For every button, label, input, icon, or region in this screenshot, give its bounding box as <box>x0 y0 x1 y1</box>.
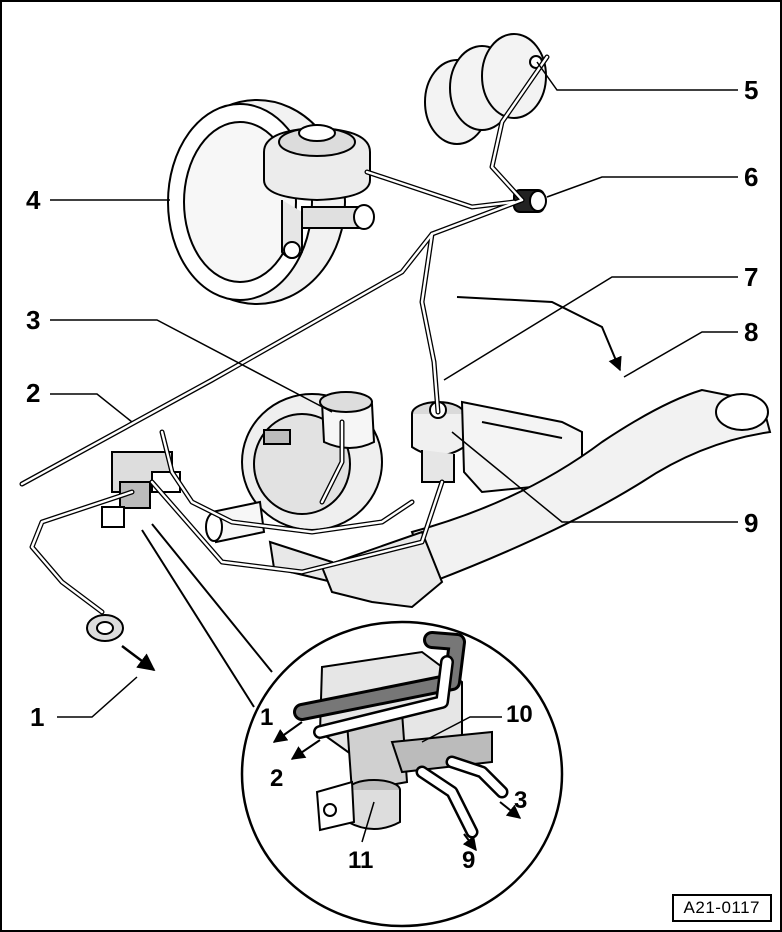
leader-lines <box>50 61 738 718</box>
detail-callout-10: 10 <box>506 701 533 728</box>
callout-4: 4 <box>26 185 41 215</box>
callout-9: 9 <box>744 508 758 538</box>
callout-6: 6 <box>744 162 758 192</box>
vacuum-reservoir <box>424 33 547 145</box>
callout-3: 3 <box>26 305 40 335</box>
vacuum-line-to-8 <box>456 296 622 372</box>
figure-reference-code: A21-0117 <box>671 894 772 922</box>
intake-manifold <box>320 530 444 609</box>
brake-booster <box>167 99 375 305</box>
detail-callout-9: 9 <box>462 847 475 874</box>
detail-callout-3: 3 <box>514 787 527 814</box>
callout-1: 1 <box>30 702 44 732</box>
detail-callout-2: 2 <box>270 765 283 792</box>
hose-connector <box>86 614 124 642</box>
turbocharger <box>205 391 383 584</box>
callout-7: 7 <box>744 262 758 292</box>
callout-8: 8 <box>744 317 758 347</box>
callout-5: 5 <box>744 75 758 105</box>
detail-callout-11: 11 <box>348 847 373 874</box>
detail-callout-1: 1 <box>260 704 273 731</box>
intake-pipe <box>410 388 772 584</box>
callout-2: 2 <box>26 378 40 408</box>
vacuum-hoses-inner <box>20 55 549 614</box>
direction-arrow-1 <box>121 645 156 672</box>
non-return-valve <box>513 189 547 213</box>
detail-view <box>141 523 564 928</box>
